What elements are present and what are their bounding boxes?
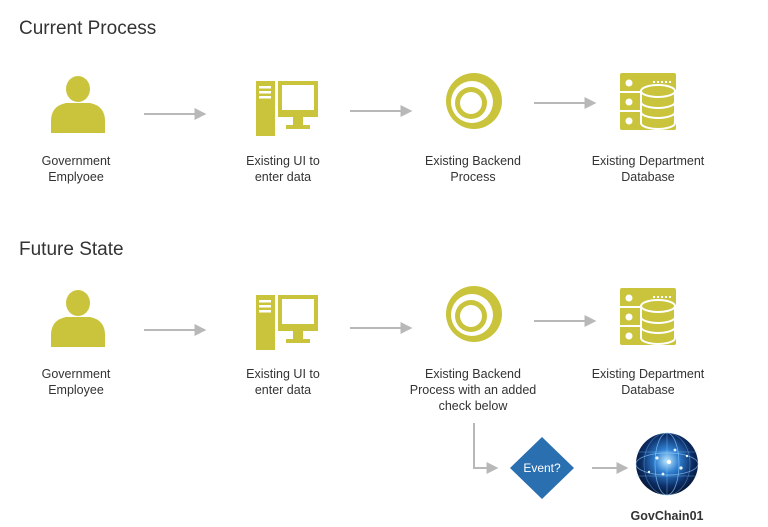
connector-to-decision (473, 423, 499, 474)
globe-network-icon (635, 432, 699, 496)
current-person-icon (51, 76, 105, 133)
future-database-icon (620, 288, 676, 345)
future-computer-icon (256, 295, 318, 350)
blockchain-label: GovChain01 (630, 509, 704, 523)
current-process-title: Current Process (19, 18, 157, 39)
decision-label: Event? (523, 461, 561, 475)
current-database-icon (620, 73, 676, 130)
future-person-icon (51, 290, 105, 347)
future-state-title: Future State (19, 239, 124, 260)
future-process-ring-icon (446, 286, 502, 342)
event-decision-diamond: Event? (510, 437, 574, 499)
current-process-ring-icon (446, 73, 502, 129)
current-computer-icon (256, 81, 318, 136)
